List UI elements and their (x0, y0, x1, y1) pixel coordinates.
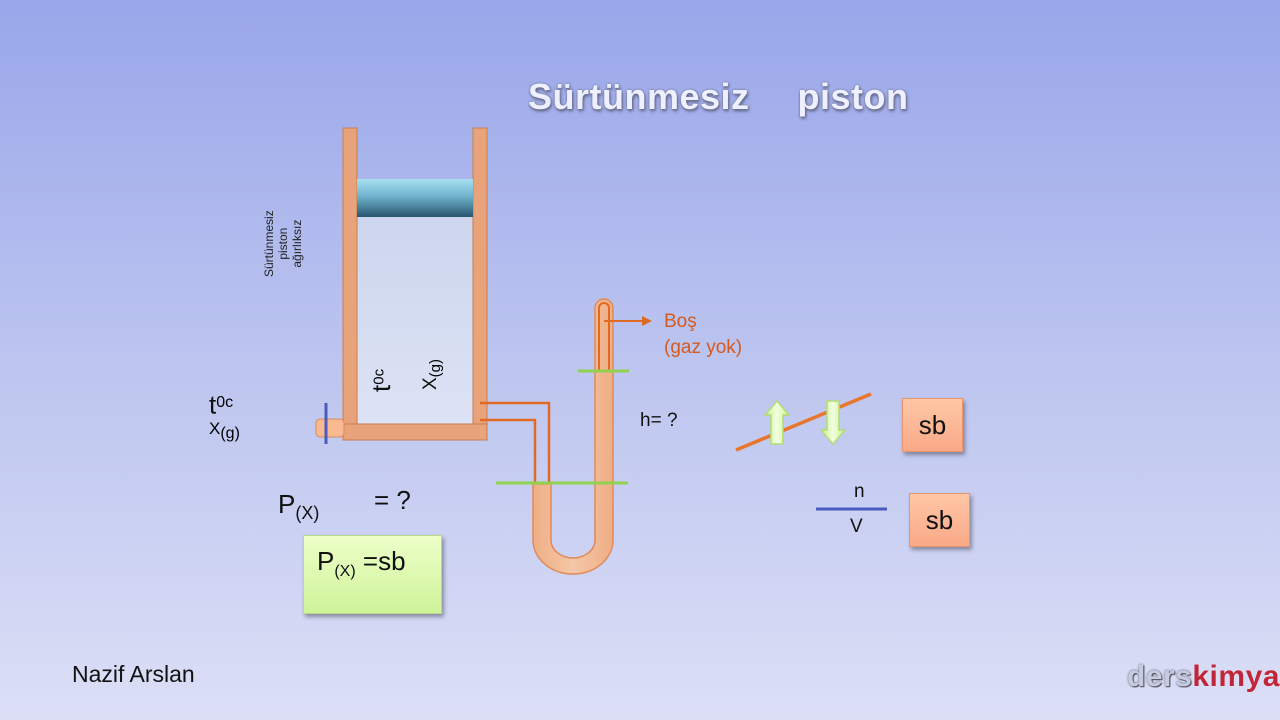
author-name: Nazif Arslan (72, 661, 195, 687)
fraction-denominator: V (850, 516, 863, 537)
sb-box-top: sb (902, 398, 963, 452)
connecting-tube-inner (480, 418, 537, 484)
piston-label-line2: piston (276, 227, 290, 260)
piston (357, 179, 473, 217)
brand-logo: derskimya (1127, 660, 1280, 694)
height-question: h= ? (640, 410, 678, 431)
manometer-inner-line (598, 302, 610, 370)
sb-box-bottom: sb (909, 493, 970, 547)
fraction-numerator: n (854, 481, 865, 502)
pressure-question: P(X) (278, 489, 320, 524)
brand-part-kimya: kimya (1192, 660, 1280, 693)
down-arrow-icon (819, 400, 847, 446)
connecting-tube-outer (480, 401, 551, 484)
vacuum-label: Boş (gaz yok) (664, 311, 743, 358)
slide-title: Sürtünmesiz piston (528, 76, 909, 118)
answer-text: P(X) =sb (317, 546, 406, 581)
manometer-u-tube (532, 298, 614, 575)
vacuum-arrow-head (642, 316, 652, 326)
valve-gas-label: t0c X(g) (209, 389, 240, 443)
brand-part-ders: ders (1127, 660, 1193, 693)
inside-gas-label: X(g) (420, 358, 445, 390)
relation-line (735, 392, 872, 452)
piston-label-line1: Sürtünmesiz (262, 210, 276, 277)
cylinder-gas (357, 216, 473, 424)
up-arrow-icon (763, 399, 791, 445)
piston-label-line3: ağırlıksız (290, 219, 304, 268)
cylinder-left-wall (342, 127, 358, 441)
title-word-piston: piston (797, 76, 909, 117)
title-word-frictionless: Sürtünmesiz (528, 76, 750, 117)
piston-description-label: Sürtünmesiz piston ağırlıksız (262, 210, 304, 277)
valve-pipe (315, 418, 345, 438)
answer-box: P(X) =sb (303, 535, 442, 614)
cylinder-right-wall (472, 127, 488, 441)
pressure-question-equals: = ? (374, 485, 411, 515)
inside-temperature-label: t0c (366, 368, 396, 392)
cylinder-bottom (342, 423, 488, 441)
